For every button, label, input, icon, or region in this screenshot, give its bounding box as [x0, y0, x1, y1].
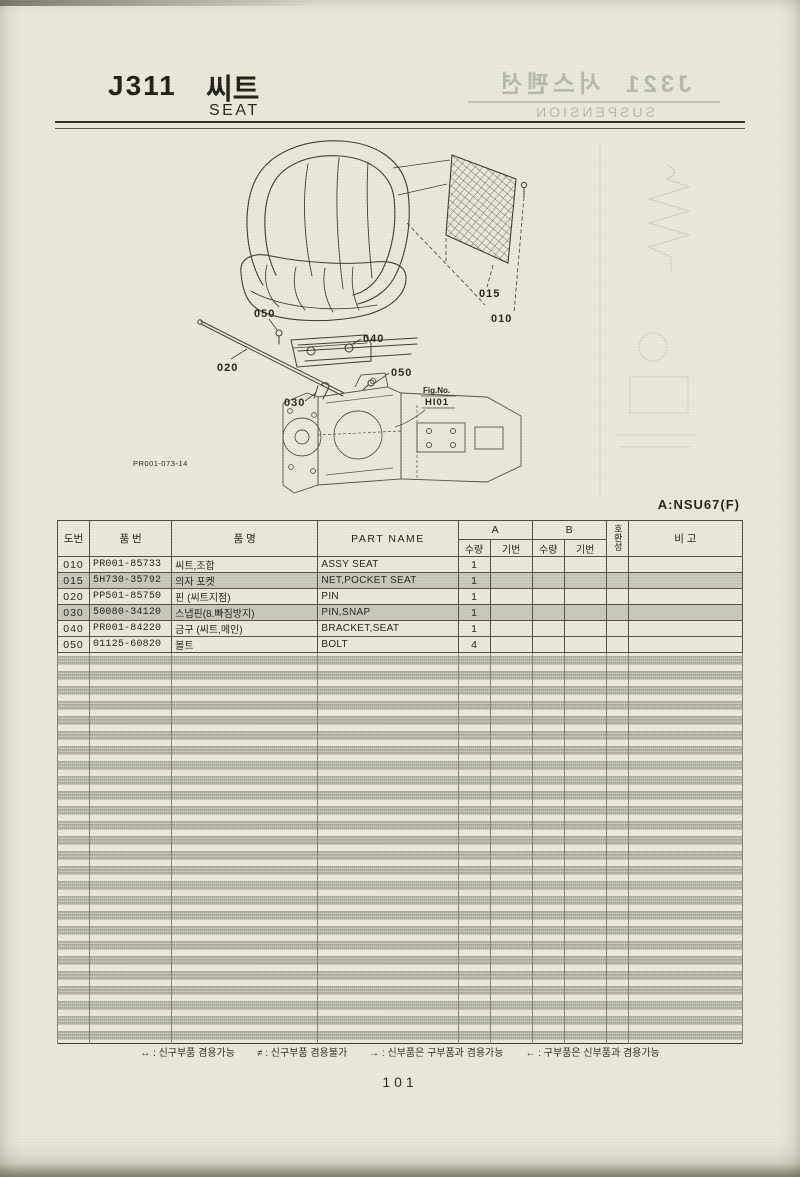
- bleedthrough-subtitle: SUSPENSION: [468, 101, 720, 120]
- scan-edge-artifact: [0, 0, 320, 6]
- bleedthrough-title: J321 서스펜션: [496, 71, 692, 98]
- empty-row: [56, 758, 744, 773]
- leader-lines: [230, 318, 426, 428]
- col-header-part-name: PART NAME: [317, 520, 459, 557]
- section-code: J311: [108, 70, 177, 101]
- col-header-group-a: A: [457, 520, 533, 540]
- empty-row: [56, 923, 744, 938]
- callout-050-b: 050: [391, 367, 412, 379]
- fig-ref: Fig.No. HI01: [421, 386, 456, 409]
- empty-row: [56, 833, 744, 848]
- legend-item: ≠ : 신구부품 겸용불가: [256, 1048, 348, 1059]
- empty-row: [56, 983, 744, 998]
- table-row: 020 PP501-85750 핀 (씨트지점) PIN 1: [56, 588, 744, 605]
- empty-row: [56, 908, 744, 923]
- empty-row: [56, 773, 744, 788]
- empty-row: [56, 953, 744, 968]
- col-header-group-b: B: [531, 520, 607, 540]
- col-header-remarks: 비 고: [627, 520, 744, 557]
- table-header: 도번 품 번 품 명 PART NAME A B 호환성 비 고 수량 기번 수…: [56, 520, 744, 557]
- empty-row: [56, 968, 744, 983]
- table-row: 015 5H730-35792 의자 포켓 NET,POCKET SEAT 1: [56, 572, 744, 589]
- header-rule-thin: [55, 128, 745, 129]
- callout-040: 040: [363, 333, 384, 345]
- empty-row: [56, 728, 744, 743]
- empty-row: [56, 848, 744, 863]
- col-header-serial-b: 기번: [563, 539, 607, 557]
- page-title: 씨트: [206, 74, 260, 106]
- legend-item: ↔ : 신구부품 겸용가능: [140, 1048, 235, 1059]
- callout-030: 030: [284, 397, 305, 409]
- col-header-fig: 도번: [56, 520, 91, 557]
- empty-row: [56, 893, 744, 908]
- table-empty-body: [56, 652, 744, 1044]
- legend: ↔ : 신구부품 겸용가능 ≠ : 신구부품 겸용불가 → : 신부품은 구부품…: [0, 1044, 800, 1059]
- callout-020: 020: [217, 362, 238, 374]
- empty-row: [56, 803, 744, 818]
- empty-row: [56, 998, 744, 1013]
- col-header-qty-b: 수량: [531, 539, 565, 557]
- page-number: 101: [382, 1074, 418, 1090]
- empty-row: [56, 1013, 744, 1028]
- empty-row: [56, 683, 744, 698]
- parts-table: 도번 품 번 품 명 PART NAME A B 호환성 비 고 수량 기번 수…: [56, 520, 744, 1044]
- col-header-compat: 호환성: [605, 520, 629, 557]
- header-rule-thick: [55, 121, 745, 123]
- legend-item: → : 신부품은 구부품과 겸용가능: [369, 1048, 504, 1059]
- model-ref-code: A:NSU67(F): [657, 497, 740, 512]
- empty-row: [56, 713, 744, 728]
- drawing-code: PR001-073-14: [133, 459, 188, 468]
- leader-lines-dashed: [406, 196, 525, 314]
- empty-row: [56, 878, 744, 893]
- callout-015: 015: [479, 288, 500, 300]
- empty-row: [56, 652, 744, 668]
- bleedthrough-header: J321 서스펜션 SUSPENSION: [468, 64, 720, 120]
- empty-row: [56, 698, 744, 713]
- empty-row: [56, 743, 744, 758]
- seat-drawing: [240, 140, 410, 322]
- col-header-serial-a: 기번: [489, 539, 533, 557]
- net-pocket-drawing: [445, 154, 517, 264]
- table-row: 010 PR001-85733 씨트,조합 ASSY SEAT 1: [56, 556, 744, 573]
- callout-050-a: 050: [254, 308, 275, 320]
- bleedthrough-drawing: [599, 143, 695, 497]
- empty-row: [56, 818, 744, 833]
- col-header-part-no: 품 번: [89, 520, 173, 557]
- fig-label: Fig.No.: [423, 386, 450, 395]
- table-row: 050 01125-60820 볼트 BOLT 4: [56, 636, 744, 653]
- connector-lines: [392, 159, 451, 196]
- empty-row: [56, 863, 744, 878]
- empty-row: [56, 668, 744, 683]
- empty-row: [56, 938, 744, 953]
- empty-row: [56, 788, 744, 803]
- scan-edge-artifact-bottom: [0, 1163, 800, 1177]
- callout-010: 010: [491, 313, 512, 325]
- col-header-name-ko: 품 명: [171, 520, 319, 557]
- legend-item: ← : 구부품은 신부품과 겸용가능: [525, 1048, 660, 1059]
- page-subtitle: SEAT: [209, 102, 260, 119]
- table-row: 040 PR001-84220 금구 (씨트,메인) BRACKET,SEAT …: [56, 620, 744, 637]
- bolt-drawing-net: [520, 181, 528, 197]
- chassis-drawing: [282, 372, 522, 494]
- parts-diagram: 050 040 020 050 030 015 010 Fig.No. HI01…: [133, 140, 695, 497]
- fig-number: HI01: [425, 397, 449, 408]
- table-body: 010 PR001-85733 씨트,조합 ASSY SEAT 1 015 5H…: [56, 556, 744, 653]
- empty-row: [56, 1028, 744, 1044]
- table-row: 030 50080-34120 스냅핀(8.빠짐방지) PIN,SNAP 1: [56, 604, 744, 621]
- col-header-qty-a: 수량: [457, 539, 491, 557]
